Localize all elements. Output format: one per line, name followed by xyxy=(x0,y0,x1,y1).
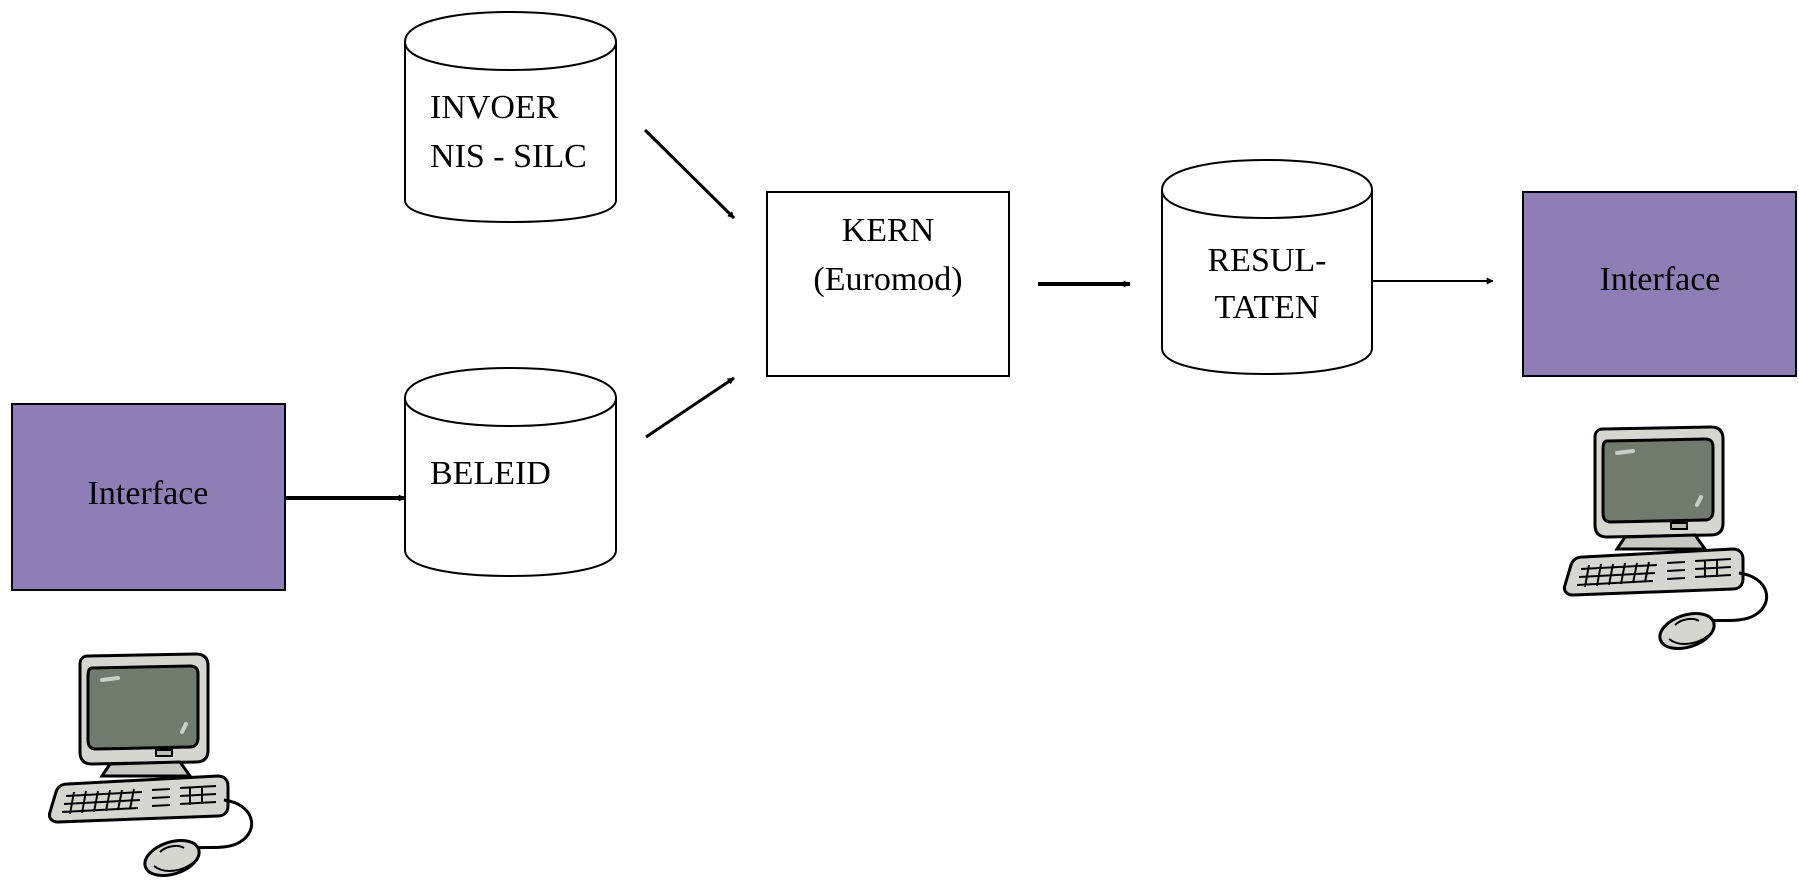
invoer-label-line2: NIS - SILC xyxy=(430,138,587,175)
database-beleid: BELEID xyxy=(404,366,617,578)
invoer-label-line1: INVOER xyxy=(430,89,559,126)
database-invoer: INVOER NIS - SILC xyxy=(404,10,617,224)
interface-box-left: Interface xyxy=(11,403,286,591)
resultaten-label-line2: TATEN xyxy=(1215,289,1320,326)
computer-icon xyxy=(1563,425,1768,651)
kern-box: KERN (Euromod) xyxy=(766,191,1010,377)
interface-right-label: Interface xyxy=(1600,261,1721,298)
database-resultaten: RESUL- TATEN xyxy=(1161,158,1373,376)
computer-icon xyxy=(48,652,253,878)
beleid-label: BELEID xyxy=(430,455,551,492)
interface-left-label: Interface xyxy=(88,475,209,512)
arrow-invoer-to-kern xyxy=(643,128,736,220)
kern-label-line2: (Euromod) xyxy=(813,261,962,298)
interface-box-right: Interface xyxy=(1522,191,1797,377)
resultaten-label-line1: RESUL- xyxy=(1208,242,1327,279)
kern-label-line1: KERN xyxy=(842,212,935,249)
arrow-beleid-to-kern xyxy=(645,376,735,439)
